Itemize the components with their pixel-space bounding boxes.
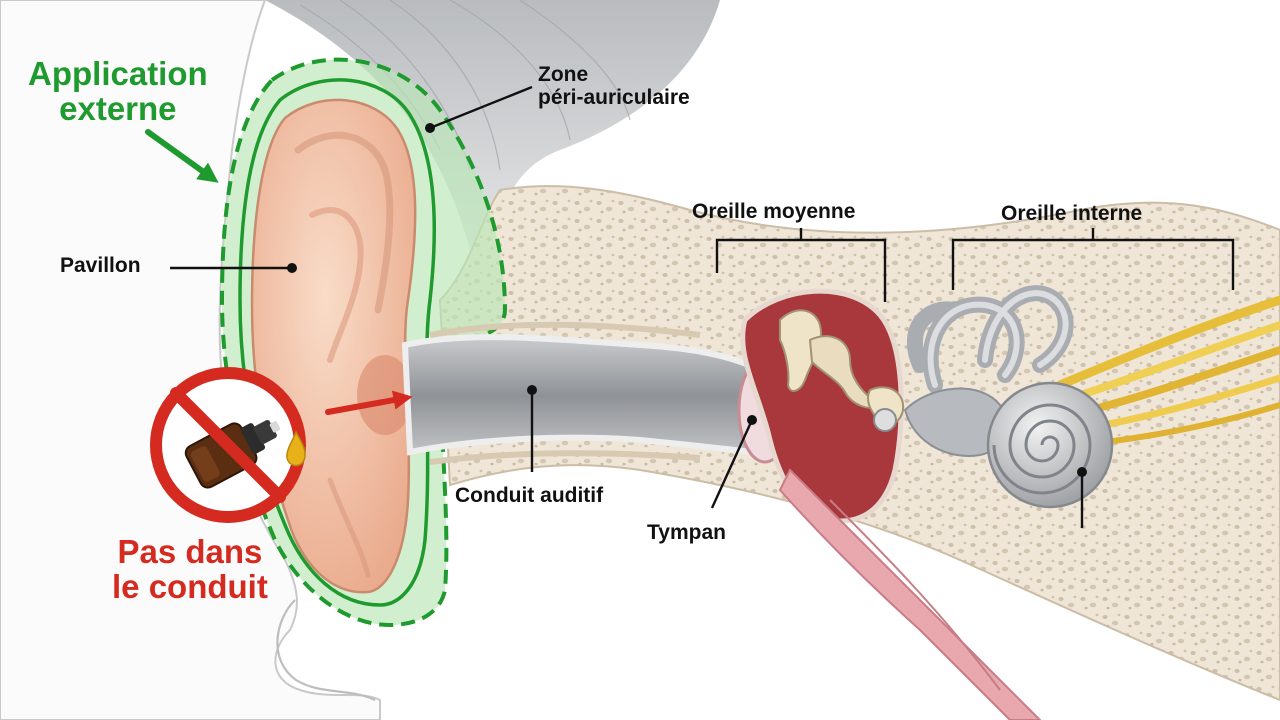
bracket-inner-ear [951, 228, 1235, 290]
oval-window [873, 408, 897, 432]
leader-lines [170, 85, 1084, 528]
zone-line-1: Zone [538, 63, 589, 86]
pinna-antihelix [309, 207, 364, 363]
zone-line-2: péri-auriculaire [538, 85, 690, 109]
middle-ear-cavity [740, 288, 904, 524]
ear-canal [401, 334, 779, 459]
arrow-right-icon [325, 390, 413, 415]
pas-dans-line-2: le conduit [112, 567, 268, 605]
essential-oil-bottle-icon [184, 419, 281, 489]
oreille-interne-label: Oreille interne [1001, 202, 1143, 225]
canal-lower-wall [429, 450, 701, 465]
pavillon-label: Pavillon [60, 254, 141, 277]
pinna-lobe [327, 477, 371, 578]
malleus [779, 309, 823, 392]
pas-dans-line-1: Pas dans [117, 533, 263, 570]
zone-peri-auriculaire-label: Zone péri-auriculaire [538, 63, 690, 109]
leader-dots [287, 123, 1087, 477]
arrow-down-right-icon [145, 129, 219, 183]
application-externe-label: Application externe [28, 55, 208, 127]
face-profile [0, 0, 381, 720]
nose-shading [276, 599, 376, 701]
application-line-1: Application [28, 55, 208, 92]
oreille-moyenne-label: Oreille moyenne [692, 200, 856, 223]
semicircular-canals-highlight [927, 290, 1069, 388]
pas-dans-le-conduit-label: Pas dans le conduit [112, 533, 268, 605]
tympan-label: Tympan [647, 521, 726, 544]
application-outline [238, 78, 437, 607]
eustachian-tube-line [829, 499, 1001, 691]
conduit-auditif-label: Conduit auditif [455, 484, 604, 507]
canal-upper-wall [429, 321, 701, 338]
pinna-helix [294, 131, 394, 314]
application-line-2: externe [59, 89, 177, 127]
concha [357, 355, 413, 435]
hair [265, 0, 720, 250]
no-entry-icon [150, 367, 306, 523]
oil-drop-icon [286, 430, 306, 467]
bracket-middle-ear [715, 228, 887, 302]
cochlea [986, 381, 1114, 509]
